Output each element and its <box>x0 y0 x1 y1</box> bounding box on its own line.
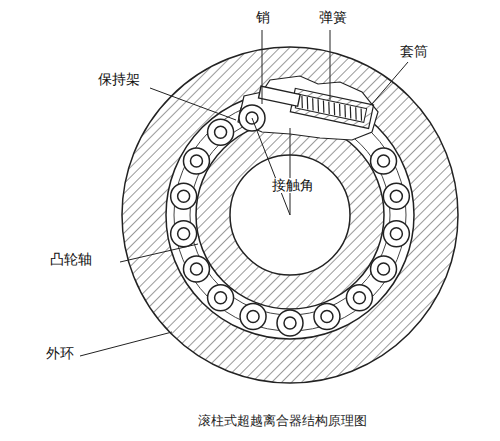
clutch-figure <box>80 30 458 383</box>
roller <box>371 256 397 282</box>
roller <box>314 303 340 329</box>
leader-line <box>120 244 198 262</box>
roller-body <box>171 221 197 247</box>
cage-label: 保持架 <box>96 72 142 87</box>
spring-coil <box>321 100 326 112</box>
roller-core <box>215 292 227 304</box>
spring <box>299 96 364 121</box>
spring-coil <box>310 98 315 110</box>
roller <box>208 285 234 311</box>
outer-ring <box>122 47 458 383</box>
leader-line <box>372 62 408 104</box>
leader-line <box>80 332 172 356</box>
roller-body <box>371 256 397 282</box>
roller <box>277 310 303 336</box>
roller-core <box>378 263 390 275</box>
roller-body <box>208 119 234 145</box>
spring-coil <box>299 96 304 108</box>
pin <box>259 86 301 106</box>
leader-line <box>150 88 236 120</box>
roller <box>240 303 266 329</box>
roller-core <box>284 317 296 329</box>
roller-core <box>178 228 190 240</box>
roller-body <box>183 256 209 282</box>
roller-body <box>383 183 409 209</box>
roller-body <box>314 303 340 329</box>
roller-core <box>215 126 227 138</box>
roller-body <box>183 148 209 174</box>
outer-ring-label: 外环 <box>44 346 76 361</box>
spring-coil <box>342 105 347 117</box>
sleeve-label: 套筒 <box>398 44 430 59</box>
cage-ring <box>174 99 406 331</box>
roller <box>383 221 409 247</box>
roller <box>371 148 397 174</box>
roller-body <box>240 303 266 329</box>
spring-coil <box>359 108 364 120</box>
roller <box>183 148 209 174</box>
cutaway-window <box>238 76 378 140</box>
contact-angle-label: 接触角 <box>270 178 316 193</box>
leader-line <box>330 30 331 100</box>
spring-coil <box>353 107 358 119</box>
roller-core <box>390 190 402 202</box>
leader-line <box>262 30 263 104</box>
roller <box>383 183 409 209</box>
roller <box>208 119 234 145</box>
roller <box>171 183 197 209</box>
cam-shaft-label: 凸轮轴 <box>48 252 94 267</box>
roller-core <box>190 263 202 275</box>
roller-core <box>390 228 402 240</box>
roller-core <box>321 310 333 322</box>
roller-core <box>378 155 390 167</box>
roller-core <box>353 292 365 304</box>
pin-label: 销 <box>254 10 272 25</box>
spring-coil <box>337 104 342 116</box>
contact-angle-line <box>252 118 290 215</box>
cage-ring-inner <box>190 115 390 315</box>
spring-coil <box>332 103 337 115</box>
roller-core <box>190 155 202 167</box>
roller-core <box>247 310 259 322</box>
spring-coil <box>305 97 310 109</box>
sleeve <box>290 88 373 128</box>
spring-coil <box>316 99 321 111</box>
roller-body <box>371 148 397 174</box>
roller-core <box>178 190 190 202</box>
roller-body <box>346 285 372 311</box>
roller-body <box>208 285 234 311</box>
roller <box>171 221 197 247</box>
spring-label: 弹簧 <box>317 10 349 25</box>
caption: 滚柱式超越离合器结构原理图 <box>198 412 367 430</box>
roller <box>346 285 372 311</box>
sleeve-bore <box>295 94 366 122</box>
contact-angle-line <box>290 128 291 215</box>
spring-coil <box>326 102 331 114</box>
cam-shaft <box>196 121 384 309</box>
spring-coil <box>348 106 353 118</box>
roller-body <box>277 310 303 336</box>
roller <box>183 256 209 282</box>
roller-body <box>171 183 197 209</box>
roller-body <box>383 221 409 247</box>
